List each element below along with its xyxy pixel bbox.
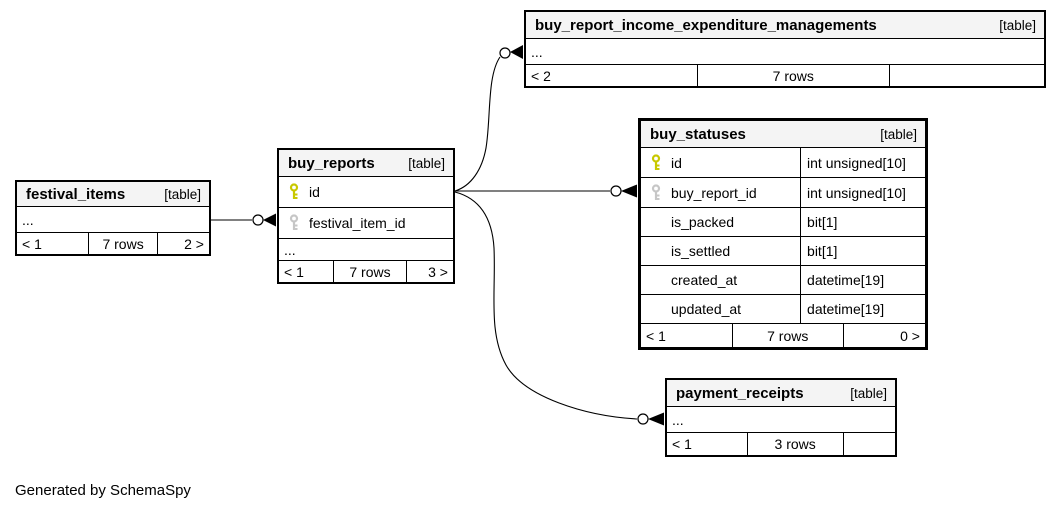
row-count: 7 rows: [332, 261, 406, 282]
column-row-created-at: created_at datetime[19]: [641, 265, 925, 294]
column-type: bit[1]: [800, 237, 925, 265]
table-tag: [table]: [850, 385, 887, 401]
table-node-festival-items[interactable]: festival_items [table] ... < 1 7 rows 2 …: [15, 180, 211, 256]
table-name: buy_reports: [288, 154, 375, 172]
children-count: [888, 65, 1044, 86]
table-name: buy_report_income_expenditure_management…: [535, 16, 877, 34]
table-header[interactable]: buy_statuses [table]: [641, 121, 925, 147]
column-name: updated_at: [671, 301, 742, 317]
column-name: id: [309, 184, 320, 200]
hidden-columns-row: ...: [279, 238, 453, 260]
row-count: 3 rows: [746, 433, 843, 455]
table-node-buy-reports[interactable]: buy_reports [table] id: [277, 148, 455, 284]
table-stats: < 1 7 rows 2 >: [17, 232, 209, 254]
row-count: 7 rows: [696, 65, 889, 86]
table-header[interactable]: buy_report_income_expenditure_management…: [526, 12, 1044, 38]
column-type: bit[1]: [800, 208, 925, 236]
table-stats: < 1 7 rows 3 >: [279, 260, 453, 282]
connector-festival-items-buy-reports: [211, 213, 276, 227]
column-name: created_at: [671, 272, 738, 288]
generator-credit: Generated by SchemaSpy: [15, 482, 191, 499]
column-name: is_settled: [671, 243, 731, 259]
row-count: 7 rows: [88, 233, 157, 254]
parents-count: < 1: [284, 263, 304, 280]
connector-buy-reports-buy-statuses: [455, 184, 637, 198]
table-header[interactable]: buy_reports [table]: [279, 150, 453, 176]
column-name: id: [671, 154, 682, 171]
table-name: payment_receipts: [676, 384, 804, 402]
table-name: buy_statuses: [650, 125, 746, 143]
children-count: 3 >: [406, 261, 453, 282]
hidden-columns-ellipsis: ...: [672, 411, 684, 428]
column-row-is-settled: is_settled bit[1]: [641, 236, 925, 265]
column-type: datetime[19]: [800, 266, 925, 294]
foreign-key-icon: [650, 183, 662, 202]
table-stats: < 1 3 rows: [667, 432, 895, 455]
column-name: buy_report_id: [671, 184, 757, 201]
column-row-id: id: [279, 176, 453, 207]
table-header[interactable]: festival_items [table]: [17, 182, 209, 206]
column-row-updated-at: updated_at datetime[19]: [641, 294, 925, 323]
connector-buy-reports-payment-receipts: [454, 191, 664, 426]
primary-key-icon: [650, 153, 662, 172]
column-row-buy-report-id: buy_report_id int unsigned[10]: [641, 177, 925, 207]
children-count: [842, 433, 895, 455]
table-tag: [table]: [408, 155, 445, 171]
table-tag: [table]: [880, 126, 917, 142]
column-type: int unsigned[10]: [800, 148, 925, 177]
hidden-columns-ellipsis: ...: [284, 241, 296, 258]
table-stats: < 1 7 rows 0 >: [641, 323, 925, 347]
column-row-is-packed: is_packed bit[1]: [641, 207, 925, 236]
table-node-buy-statuses[interactable]: buy_statuses [table] id int unsigned[10]: [638, 118, 928, 350]
column-name: is_packed: [671, 214, 735, 230]
column-name: festival_item_id: [309, 215, 406, 231]
table-node-buy-report-income-expenditure-managements[interactable]: buy_report_income_expenditure_management…: [524, 10, 1046, 88]
children-count: 2 >: [157, 233, 209, 254]
table-stats: < 2 7 rows: [526, 64, 1044, 86]
hidden-columns-ellipsis: ...: [22, 211, 34, 228]
hidden-columns-ellipsis: ...: [531, 43, 543, 60]
primary-key-icon: [288, 183, 300, 201]
parents-count: < 1: [22, 235, 42, 252]
table-tag: [table]: [164, 186, 201, 202]
column-row-festival-item-id: festival_item_id: [279, 207, 453, 238]
row-count: 7 rows: [731, 324, 843, 347]
connector-buy-reports-managements: [454, 45, 523, 192]
parents-count: < 1: [672, 436, 692, 452]
children-count: 0 >: [842, 324, 925, 347]
hidden-columns-row: ...: [526, 38, 1044, 64]
table-node-payment-receipts[interactable]: payment_receipts [table] ... < 1 3 rows: [665, 378, 897, 457]
hidden-columns-row: ...: [17, 206, 209, 232]
table-name: festival_items: [26, 185, 126, 203]
column-row-id: id int unsigned[10]: [641, 147, 925, 177]
foreign-key-icon: [288, 214, 300, 232]
table-tag: [table]: [999, 17, 1036, 33]
table-header[interactable]: payment_receipts [table]: [667, 380, 895, 406]
column-type: datetime[19]: [800, 295, 925, 323]
parents-count: < 1: [646, 327, 666, 344]
parents-count: < 2: [531, 67, 551, 84]
hidden-columns-row: ...: [667, 406, 895, 432]
column-type: int unsigned[10]: [800, 178, 925, 207]
